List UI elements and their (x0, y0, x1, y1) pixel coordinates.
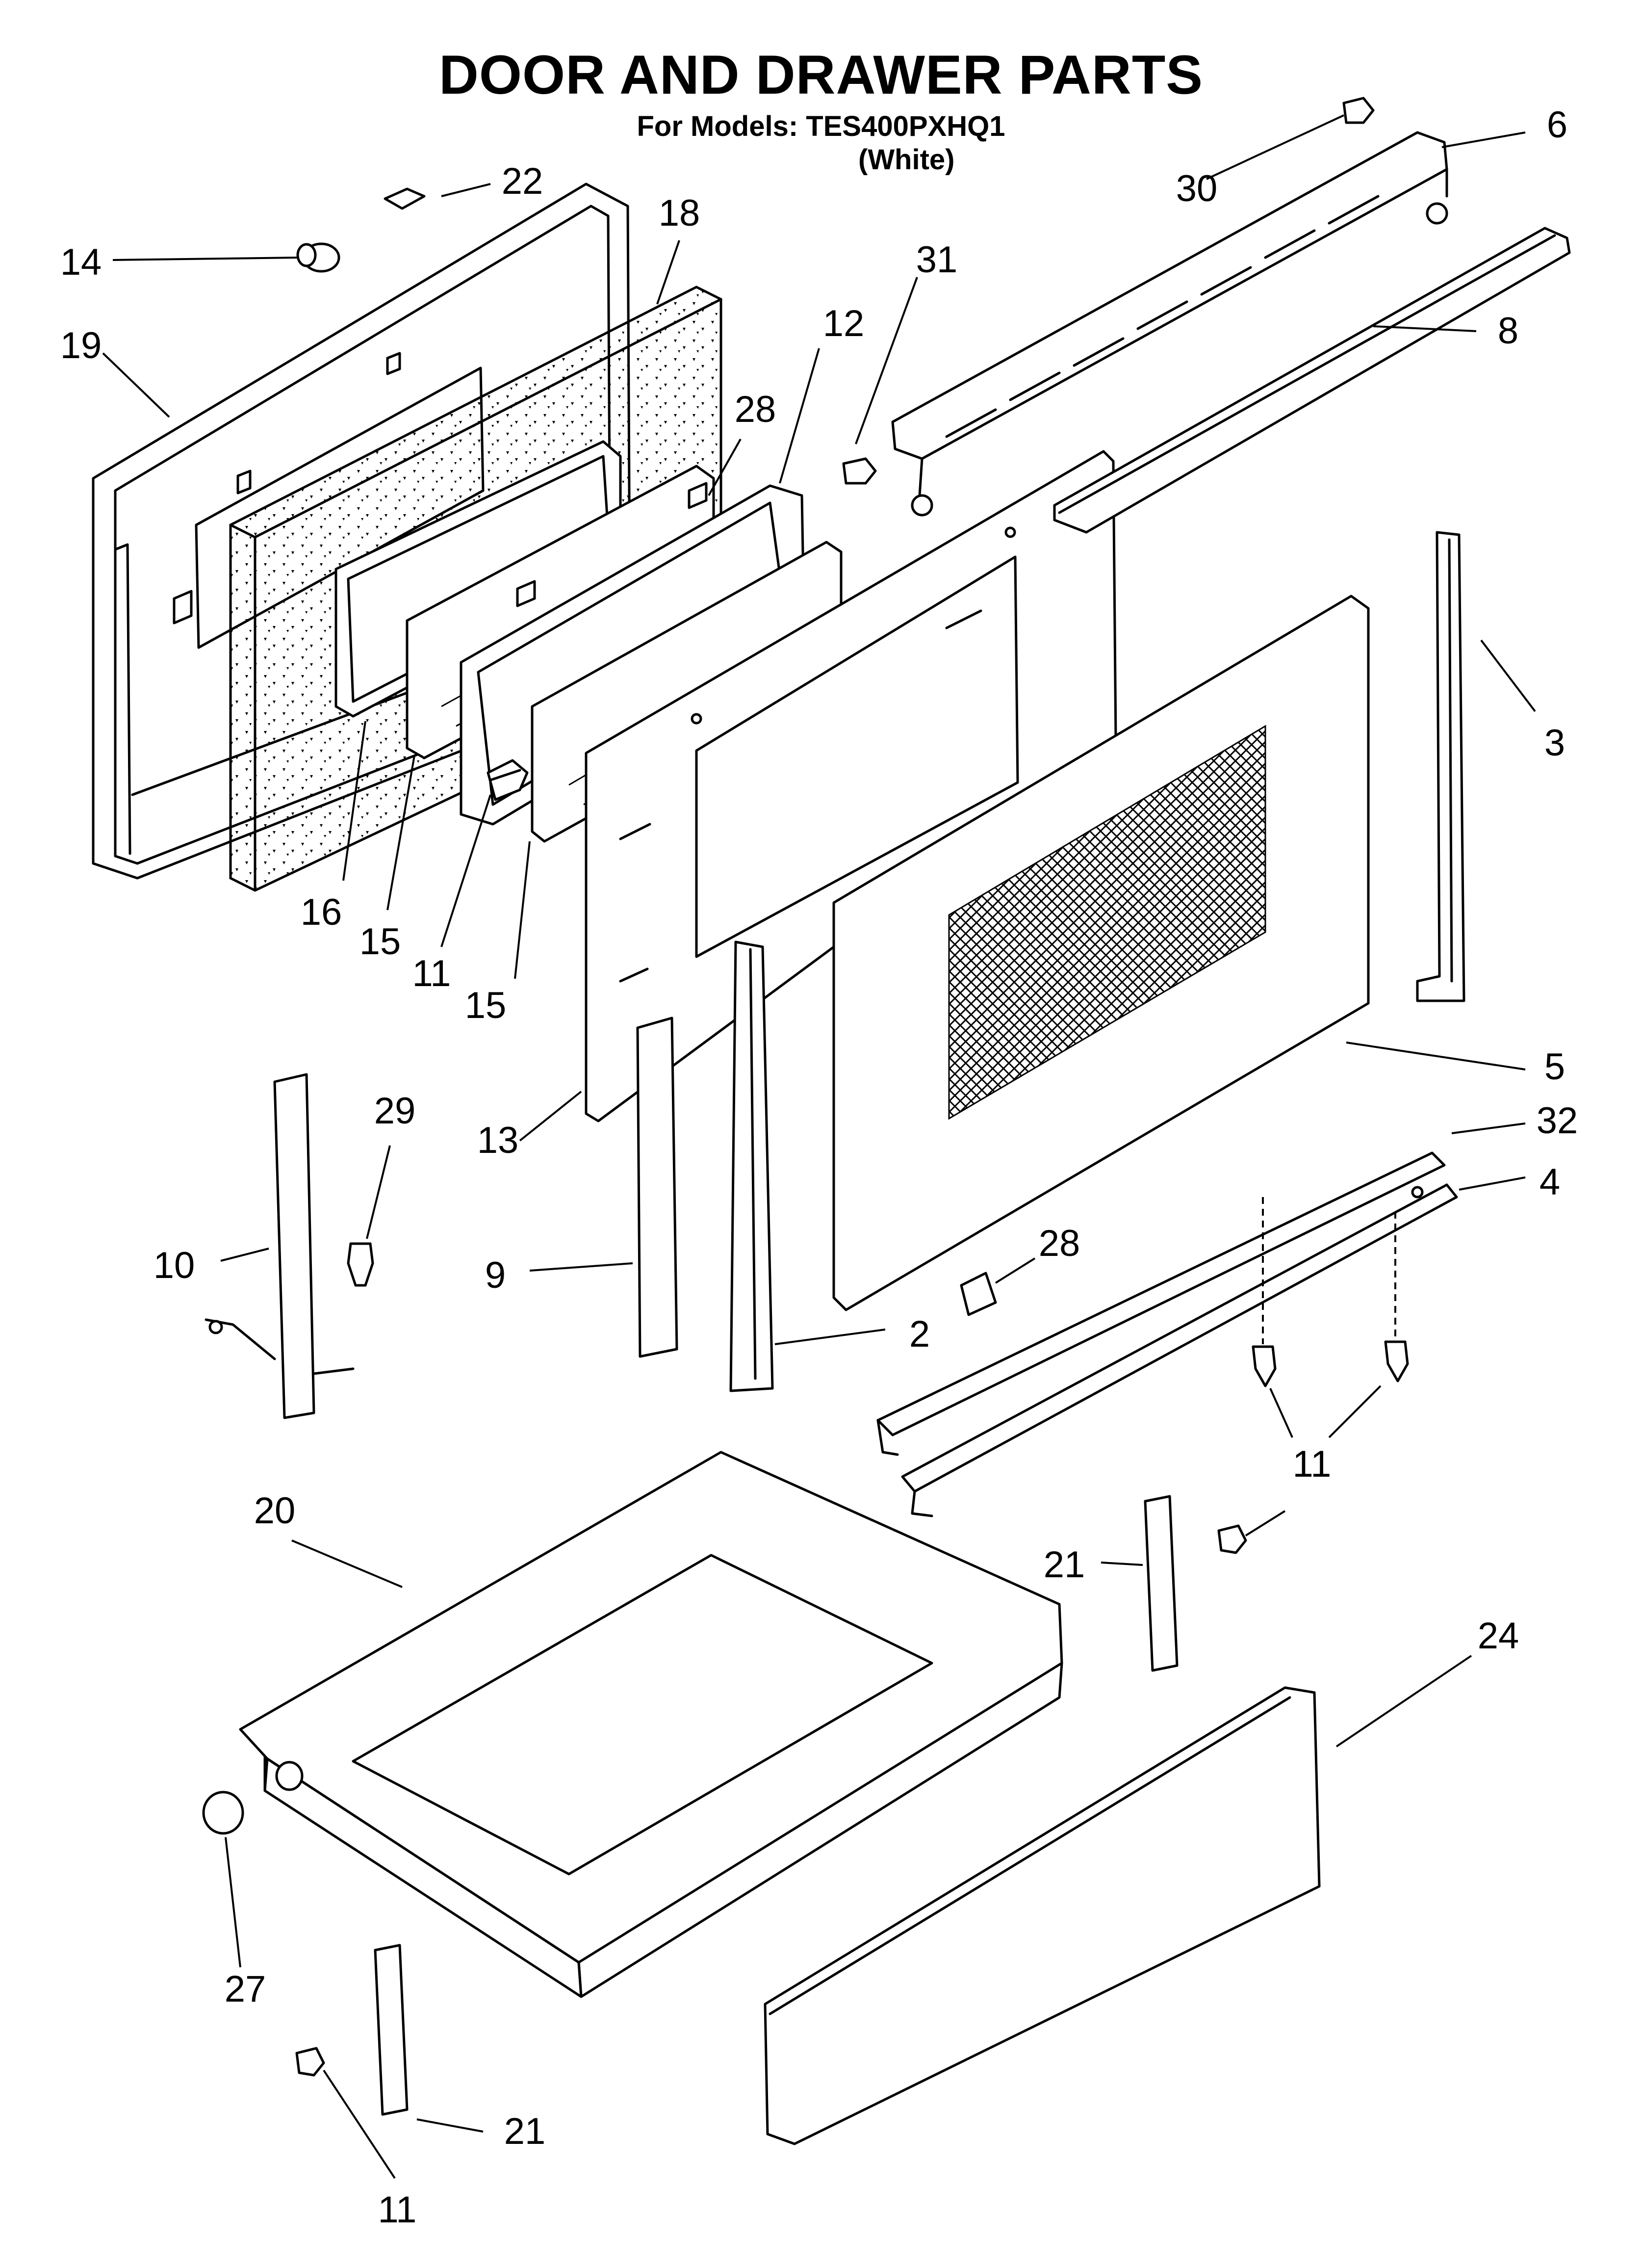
callout-label: 11 (378, 2189, 417, 2231)
callout-label: 9 (485, 1254, 506, 1296)
clip-22-part (384, 187, 426, 210)
color-variant: (White) (858, 144, 955, 176)
callout-label: 32 (1537, 1100, 1578, 1142)
callout-label: 11 (412, 953, 451, 994)
screw-30-part (1342, 97, 1375, 124)
hinge-bracket-left-part (205, 1073, 355, 1419)
callout-label: 22 (502, 160, 543, 202)
door-side-trim-9-part (636, 1017, 678, 1358)
callout-label: 14 (60, 241, 102, 283)
callout-label: 6 (1547, 104, 1567, 146)
model-line: For Models: TES400PXHQ1 (637, 110, 1005, 142)
bottom-vent-part (901, 1183, 1458, 1517)
callout-label: 5 (1544, 1046, 1565, 1088)
screw-29-part (347, 1242, 374, 1287)
drawer-knob-part (202, 1761, 304, 1835)
screw-11-drawer-lower-part (295, 2047, 325, 2077)
callout-label: 31 (916, 239, 958, 281)
door-vent-trim-part (891, 131, 1448, 517)
callout-label: 28 (1039, 1223, 1080, 1264)
drawer-bracket-upper-part (1144, 1495, 1179, 1672)
callout-label: 30 (1176, 168, 1218, 209)
drawer-front-panel-part (764, 1686, 1321, 2145)
callout-label: 3 (1544, 722, 1565, 764)
callout-label: 19 (60, 325, 102, 366)
drawer-body-part (239, 1451, 1063, 1998)
callout-label: 12 (823, 303, 865, 344)
drawer-bracket-lower-part (374, 1944, 409, 2116)
hinge-track-part (876, 1151, 1446, 1456)
callout-label: 29 (374, 1090, 416, 1132)
callout-label: 21 (1044, 1544, 1085, 1586)
callout-label: 28 (735, 389, 776, 430)
callout-label: 10 (154, 1245, 195, 1286)
screw-11-drawer-upper-part (1217, 1524, 1247, 1554)
screw-11-lower-pair-part (1252, 1197, 1409, 1387)
leader-lines (102, 114, 1536, 2179)
callout-label: 2 (909, 1313, 930, 1355)
callout-label: 11 (1293, 1443, 1332, 1485)
callout-label: 24 (1478, 1615, 1519, 1657)
callout-label: 18 (659, 192, 700, 234)
callout-label: 27 (225, 1968, 266, 2010)
callout-label: 21 (504, 2111, 546, 2152)
outer-door-glass-part (832, 595, 1370, 1311)
door-handle-part (1053, 227, 1571, 534)
door-side-trim-right-part (1416, 531, 1465, 1002)
callout-label: 8 (1498, 310, 1518, 352)
screw-11-glass-part (487, 759, 529, 801)
callout-label: 15 (465, 985, 507, 1026)
bumper-14-part (296, 242, 340, 273)
callout-label: 13 (477, 1120, 519, 1161)
page-title: DOOR AND DRAWER PARTS (439, 44, 1203, 105)
callout-label: 15 (359, 921, 401, 963)
callout-label: 20 (254, 1490, 296, 1532)
callout-label: 16 (301, 891, 342, 933)
callout-labels: 6 30 22 18 14 19 31 12 8 28 3 16 15 11 1… (60, 104, 1578, 2231)
callout-label: 4 (1539, 1161, 1560, 1203)
screw-31-part (842, 457, 877, 485)
door-side-trim-2-part (729, 940, 774, 1392)
clip-28-lower-part (960, 1272, 997, 1316)
